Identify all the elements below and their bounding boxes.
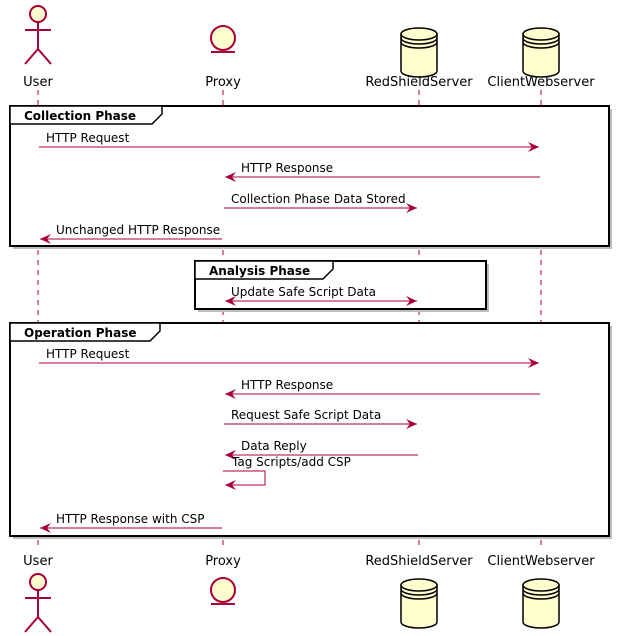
message-label: Collection Phase Data Stored [231, 192, 406, 206]
group-title: Analysis Phase [209, 264, 310, 278]
database-icon [522, 27, 560, 78]
group-title: Collection Phase [24, 109, 136, 123]
participant-top-user: User [23, 5, 53, 90]
message-label: Update Safe Script Data [231, 285, 376, 299]
participant-label: RedShieldServer [365, 554, 473, 569]
message-label: HTTP Response with CSP [56, 512, 204, 526]
participant-top-redshieldserver: RedShieldServer [365, 27, 473, 90]
group-frame-collection-phase: Collection Phase [9, 105, 612, 249]
participant-bottom-proxy: Proxy [205, 554, 241, 605]
message-http-request: HTTP Request [39, 347, 539, 368]
actor-icon [24, 573, 52, 633]
group-title: Operation Phase [24, 326, 136, 340]
message-label: Request Safe Script Data [231, 408, 381, 422]
participant-top-proxy: Proxy [205, 25, 241, 90]
message-http-response: HTTP Response [225, 378, 540, 399]
participant-top-clientwebserver: ClientWebserver [487, 27, 595, 90]
participant-label: Proxy [205, 554, 241, 569]
participant-label: RedShieldServer [365, 75, 473, 90]
message-collection-phase-data-stored: Collection Phase Data Stored [224, 192, 417, 213]
message-http-response-with-csp: HTTP Response with CSP [40, 512, 222, 533]
message-label: Tag Scripts/add CSP [231, 455, 351, 469]
database-icon [400, 578, 438, 629]
entity-icon [210, 577, 236, 605]
message-data-reply: Data Reply [225, 439, 418, 460]
message-http-request: HTTP Request [39, 131, 539, 152]
message-label: HTTP Response [241, 378, 333, 392]
message-label: HTTP Request [46, 347, 130, 361]
message-tag-scripts-add-csp: Tag Scripts/add CSP [223, 455, 351, 490]
participant-bottom-user: User [23, 554, 53, 633]
message-label: Unchanged HTTP Response [56, 223, 220, 237]
database-icon [522, 578, 560, 629]
message-label: HTTP Response [241, 161, 333, 175]
message-label: HTTP Request [46, 131, 130, 145]
group-frame-operation-phase: Operation Phase [9, 322, 612, 539]
message-update-safe-script-data: Update Safe Script Data [225, 285, 417, 306]
participant-bottom-redshieldserver: RedShieldServer [365, 554, 473, 629]
participant-bottom-clientwebserver: ClientWebserver [487, 554, 595, 629]
message-request-safe-script-data: Request Safe Script Data [224, 408, 417, 429]
message-arrow [223, 470, 266, 490]
participant-label: User [23, 75, 53, 90]
message-http-response: HTTP Response [225, 161, 540, 182]
database-icon [400, 27, 438, 78]
participant-label: ClientWebserver [487, 554, 595, 569]
participant-label: User [23, 554, 53, 569]
message-label: Data Reply [241, 439, 307, 453]
participant-label: ClientWebserver [487, 75, 595, 90]
message-unchanged-http-response: Unchanged HTTP Response [40, 223, 222, 244]
actor-icon [24, 5, 52, 65]
participant-label: Proxy [205, 75, 241, 90]
entity-icon [210, 25, 236, 53]
